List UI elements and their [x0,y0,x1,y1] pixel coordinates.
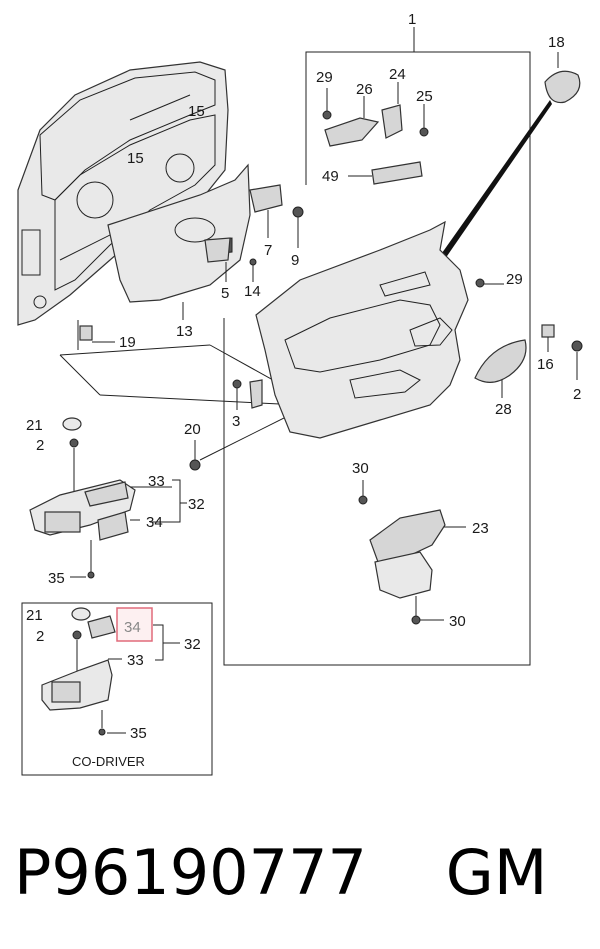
screw-25 [419,104,429,137]
screw-2-right [571,340,583,380]
strip-49 [348,161,423,185]
label-35-codriver: 35 [130,725,147,742]
label-25: 25 [416,88,433,105]
clip-16 [541,324,555,352]
label-33-codriver: 33 [127,652,144,669]
label-20: 20 [184,421,201,438]
label-28: 28 [495,401,512,418]
label-3: 3 [232,413,240,430]
screw-9 [292,206,304,248]
label-9: 9 [291,252,299,269]
label-5: 5 [221,285,229,302]
label-7: 7 [264,242,272,259]
inset-caption: CO-DRIVER [72,754,145,769]
leader-lines [59,344,301,461]
label-35-driver: 35 [48,570,65,587]
label-49: 49 [322,168,339,185]
label-16: 16 [537,356,554,373]
label-1: 1 [408,11,416,28]
label-23: 23 [472,520,489,537]
part-26 [324,96,380,147]
screw-29-top [322,88,332,120]
armrest-23 [358,480,466,625]
label-15-b: 15 [127,150,144,167]
label-19: 19 [119,334,136,351]
label-34-driver: 34 [146,514,163,531]
label-34-codriver: 34 [124,619,141,636]
part-24 [381,82,403,139]
label-32-driver: 32 [188,496,205,513]
label-29-top: 29 [316,69,333,86]
label-30-top: 30 [352,460,369,477]
part-18 [430,52,581,272]
handle-part-7 [249,184,283,238]
label-2-right: 2 [573,386,581,403]
speaker-grille-28 [474,339,527,398]
door-frame [17,61,229,326]
clip-19 [77,320,115,350]
label-2-codriver: 2 [36,628,44,645]
screw-20 [189,440,201,471]
highlight-box-34 [116,607,153,642]
label-32-codriver: 32 [184,636,201,653]
label-15-a: 15 [188,103,205,120]
bracket-5 [204,237,231,282]
label-14: 14 [244,283,261,300]
screw-14 [249,258,257,282]
label-26: 26 [356,81,373,98]
label-30-bottom: 30 [449,613,466,630]
driver-switch-assembly [29,417,187,579]
label-29-right: 29 [506,271,523,288]
label-21-codriver: 21 [26,607,43,624]
screw-29-right [475,278,504,288]
label-33-driver: 33 [148,473,165,490]
bracket-1 [223,27,531,666]
part-number-footer: P96190777 GM [14,836,548,909]
label-24: 24 [389,66,406,83]
main-door-panel [255,220,469,439]
label-21-driver: 21 [26,417,43,434]
codriver-inset [21,602,213,776]
label-18: 18 [548,34,565,51]
label-13: 13 [176,323,193,340]
label-2-driver: 2 [36,437,44,454]
part-3 [232,379,263,410]
